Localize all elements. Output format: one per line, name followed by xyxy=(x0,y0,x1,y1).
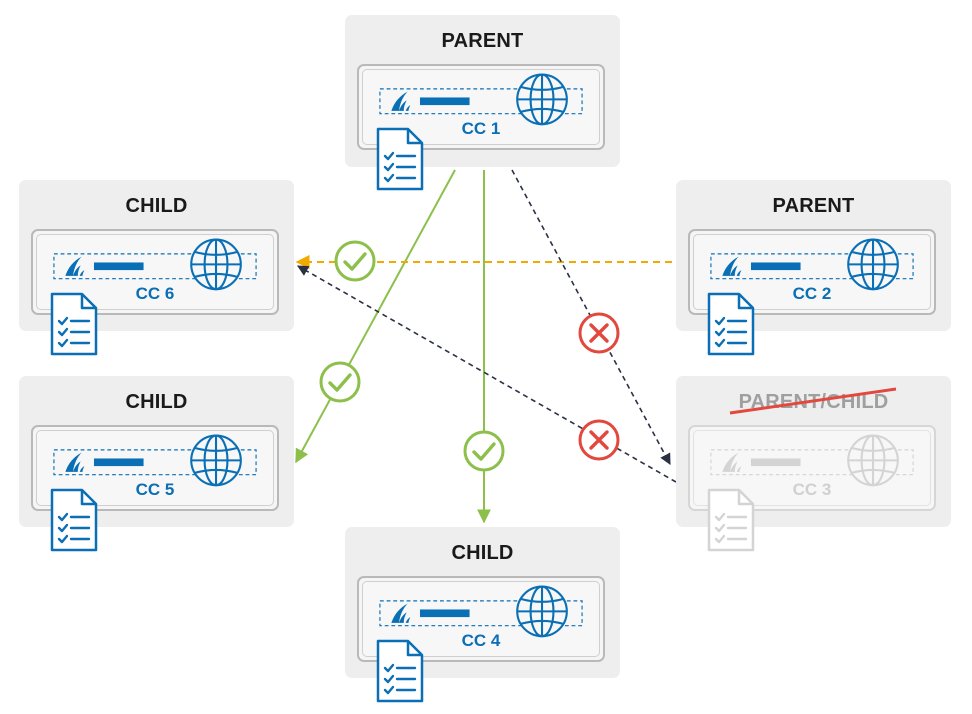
node-role-label: CHILD xyxy=(451,542,514,564)
status-bar-icon xyxy=(93,458,144,467)
node-cc5: CHILD CC 5 xyxy=(19,376,294,552)
check-circle-icon xyxy=(334,240,376,282)
barracuda-logo-icon xyxy=(722,256,742,276)
node-cc-label: CC 3 xyxy=(792,480,832,499)
status-bar-icon xyxy=(419,609,470,618)
module xyxy=(379,585,583,638)
barracuda-logo-icon xyxy=(391,91,411,111)
node-role-label: CHILD xyxy=(125,391,188,413)
node-cc1: PARENT CC 1 xyxy=(345,15,620,191)
node-role-label: PARENT xyxy=(441,30,524,52)
node-cc-label: CC 1 xyxy=(461,119,501,138)
line-cc1-cc5 xyxy=(295,169,456,464)
module xyxy=(710,434,914,487)
barracuda-logo-icon xyxy=(722,452,742,472)
device-box: CC 6 xyxy=(31,229,279,315)
x-circle-icon xyxy=(578,312,620,354)
node-cc-label: CC 2 xyxy=(792,284,832,303)
config-document-icon xyxy=(376,639,424,703)
check-circle-icon xyxy=(463,430,505,472)
module xyxy=(710,238,914,291)
module xyxy=(379,73,583,126)
barracuda-logo-icon xyxy=(65,452,85,472)
module xyxy=(53,238,257,291)
status-bar-icon xyxy=(750,262,801,271)
node-cc2: PARENT CC 2 xyxy=(676,180,951,356)
globe-icon xyxy=(516,585,568,638)
status-bar-icon xyxy=(93,262,144,271)
config-document-icon xyxy=(50,488,98,552)
node-cc-label: CC 6 xyxy=(135,284,175,303)
barracuda-logo-icon xyxy=(65,256,85,276)
globe-icon xyxy=(516,73,568,126)
config-document-icon xyxy=(376,127,424,191)
config-document-icon xyxy=(707,292,755,356)
module xyxy=(53,434,257,487)
node-cc4: CHILD CC 4 xyxy=(345,527,620,703)
globe-icon xyxy=(847,434,899,487)
node-cc6: CHILD CC 6 xyxy=(19,180,294,356)
status-bar-icon xyxy=(750,458,801,467)
x-circle-icon xyxy=(578,419,620,461)
node-role-label: PARENT xyxy=(772,195,855,217)
node-role-label: CHILD xyxy=(125,195,188,217)
config-document-icon xyxy=(50,292,98,356)
device-box: CC 2 xyxy=(688,229,936,315)
node-cc3: PARENT/CHILD CC 3 xyxy=(676,376,951,552)
globe-icon xyxy=(847,238,899,291)
check-circle-icon xyxy=(319,361,361,403)
barracuda-logo-icon xyxy=(391,603,411,623)
globe-icon xyxy=(190,434,242,487)
node-cc-label: CC 4 xyxy=(461,631,501,650)
node-cc-label: CC 5 xyxy=(135,480,175,499)
strikethrough-mark xyxy=(729,387,897,415)
status-bar-icon xyxy=(419,97,470,106)
globe-icon xyxy=(190,238,242,291)
config-document-icon xyxy=(707,488,755,552)
